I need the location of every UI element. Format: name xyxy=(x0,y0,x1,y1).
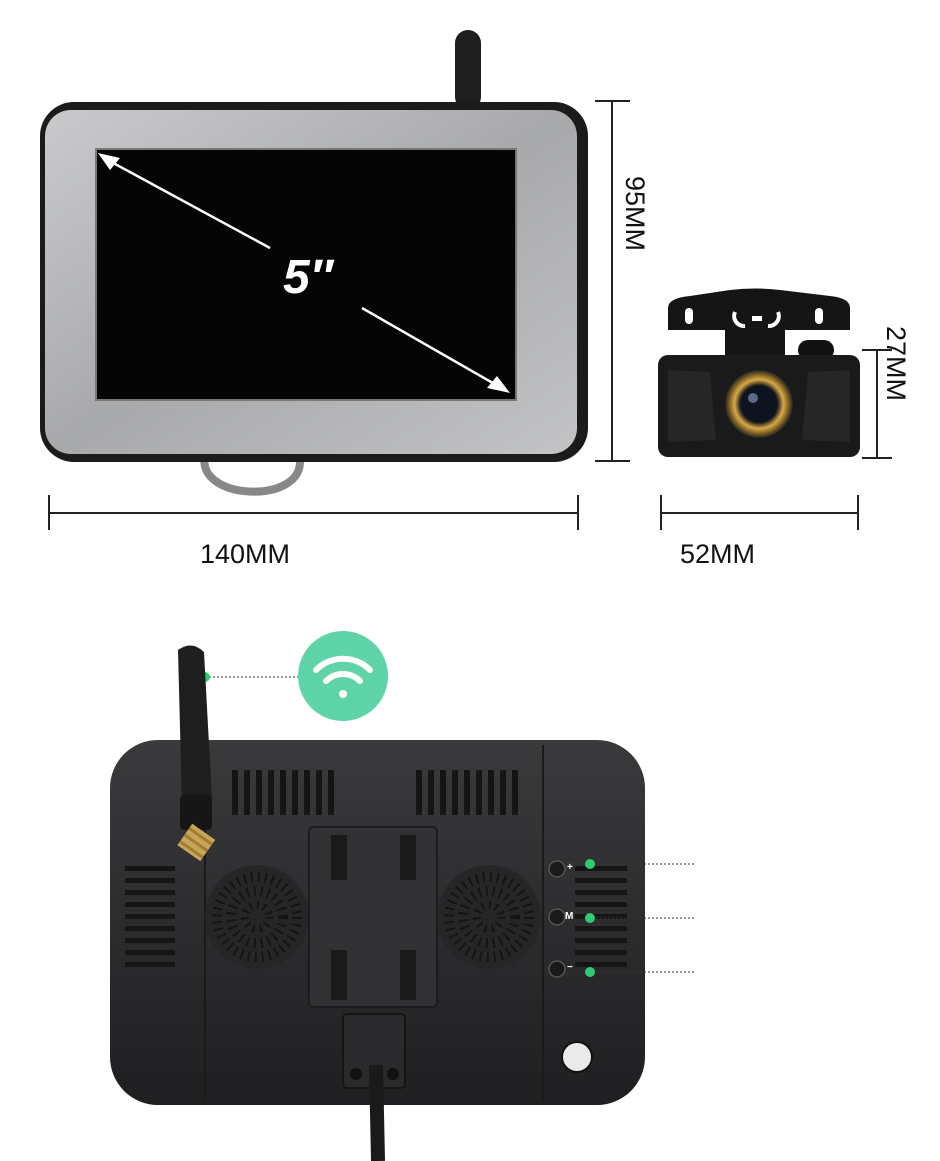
callouts xyxy=(200,672,694,977)
monitor-height-label: 95MM xyxy=(620,176,650,252)
diagonal-line-b xyxy=(361,306,506,392)
reset-button xyxy=(561,1041,593,1073)
vents-top-right xyxy=(416,770,518,815)
vents-left xyxy=(125,866,175,967)
minus-button-label: − xyxy=(567,962,573,973)
mount-plate xyxy=(308,826,438,1008)
speaker-right xyxy=(437,865,541,969)
mode-button-label: M xyxy=(565,911,574,922)
arrow-head-bottom xyxy=(487,376,510,393)
diagonal-line-a xyxy=(103,156,271,250)
camera-height-label: 27MM xyxy=(881,326,911,402)
wifi-icon xyxy=(313,655,373,698)
arrow-head-top xyxy=(98,153,120,170)
plus-button xyxy=(548,860,566,878)
vents-right xyxy=(575,866,627,967)
camera-width-label: 52MM xyxy=(680,539,756,569)
speaker-left xyxy=(205,865,309,969)
power-cable xyxy=(369,1064,385,1161)
backup-camera xyxy=(658,288,860,457)
monitor-front xyxy=(40,30,588,496)
camera-bracket xyxy=(668,288,850,330)
plus-button-label: + xyxy=(567,862,573,873)
cable-loop xyxy=(200,454,304,496)
antenna-rear xyxy=(177,645,216,862)
monitor-width-label: 140MM xyxy=(200,539,291,569)
mode-button xyxy=(548,908,566,926)
screen-diagonal-label: 5″ xyxy=(283,251,333,304)
vents-top-left xyxy=(232,770,334,815)
antenna-top xyxy=(455,30,481,110)
minus-button xyxy=(548,960,566,978)
monitor-back xyxy=(110,631,694,1161)
dimension-lines xyxy=(48,100,892,530)
